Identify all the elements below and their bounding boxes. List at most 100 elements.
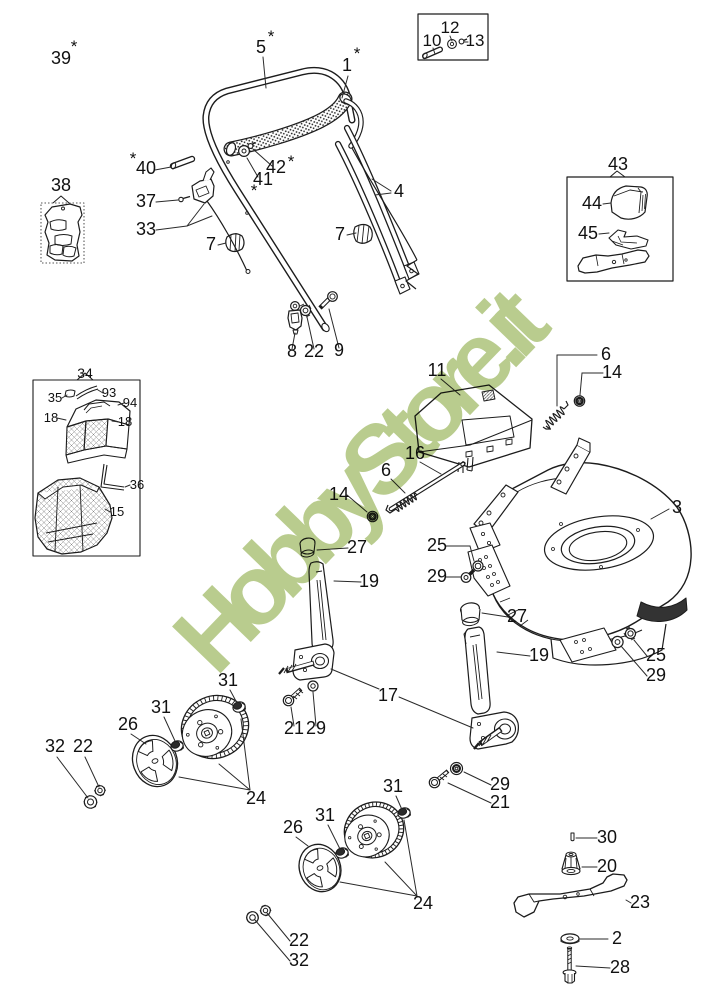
plate-38-cutout xyxy=(49,219,67,231)
bolt-28-head xyxy=(564,973,576,984)
part-label-27b: 27 xyxy=(507,606,527,626)
pivot-hole xyxy=(476,722,481,727)
part-label-42: 42 xyxy=(266,157,286,177)
cable-end xyxy=(245,269,251,274)
bracket-hole xyxy=(484,555,488,559)
part-label-9: 9 xyxy=(334,340,344,360)
blade-in-box xyxy=(577,249,650,274)
part-label-32a: 32 xyxy=(45,736,65,756)
clamp-rib xyxy=(361,223,365,245)
leader xyxy=(56,756,89,799)
bracket-19b xyxy=(464,626,491,715)
bolt-21a-head xyxy=(282,694,295,707)
wheel-front-face-hole xyxy=(217,729,224,735)
part-label-36: 36 xyxy=(130,477,144,492)
clamp-rib xyxy=(238,234,241,251)
nut-22-hex xyxy=(298,303,312,318)
part-label-30: 30 xyxy=(597,827,617,847)
clamp-rib xyxy=(234,232,237,253)
washer-29b xyxy=(611,635,624,649)
part-label-25a: 25 xyxy=(427,535,447,555)
bracket-hole xyxy=(488,564,492,568)
leader xyxy=(469,545,475,562)
part-label-14a: 14 xyxy=(602,362,622,382)
blade-23-hole xyxy=(562,894,568,900)
bag-frame-36 xyxy=(100,463,125,491)
part-label-19a: 19 xyxy=(359,571,379,591)
leader xyxy=(432,47,436,55)
bolt-21b-head xyxy=(428,776,441,789)
wheel-front-hub-ring xyxy=(196,722,218,744)
part-label-22a: 22 xyxy=(304,341,324,361)
bracket-hole xyxy=(588,647,592,651)
leader xyxy=(481,612,509,618)
knob-27a-flange xyxy=(300,549,315,558)
deck-skirt-hatch xyxy=(499,597,529,627)
leader xyxy=(346,494,368,513)
part-label-1: 1 xyxy=(342,55,352,75)
part-labels: 39 * 5 * 1 * 10 12 13 40 * 37 33 42 * 41… xyxy=(44,18,682,977)
bag-lid-handle2 xyxy=(85,405,103,414)
knob-27b-flange xyxy=(462,616,479,627)
leader xyxy=(327,824,341,850)
hubcap-rear-cutout xyxy=(326,857,338,878)
leader xyxy=(316,547,349,551)
screw-37 xyxy=(178,196,184,203)
axle-thread xyxy=(283,663,297,674)
deck-ring-inner xyxy=(568,530,628,562)
leader xyxy=(395,795,404,813)
part-label-34: 34 xyxy=(77,365,93,381)
part-label-45: 45 xyxy=(578,223,598,243)
washer-29c xyxy=(307,680,319,692)
throttle-lever-33 xyxy=(191,178,215,204)
bracket-hole xyxy=(492,572,496,576)
washer-29d-ring xyxy=(452,763,462,773)
part-label-21b: 21 xyxy=(490,792,510,812)
wheel-rear-face-dot xyxy=(374,847,378,851)
leader xyxy=(295,836,309,847)
clamp-rib xyxy=(366,225,370,243)
hubcap-rear-center xyxy=(316,865,324,871)
part-label-20: 20 xyxy=(597,856,617,876)
leader xyxy=(496,651,531,657)
grommet-14-hole xyxy=(578,399,581,403)
leader xyxy=(384,861,418,897)
rear-flap-11 xyxy=(414,384,533,468)
bolt-42-shaft xyxy=(251,141,256,146)
grip-texture xyxy=(224,92,352,156)
part-label-26b: 26 xyxy=(283,817,303,837)
part-label-42-star: * xyxy=(288,152,295,171)
grommet-14b-hole xyxy=(371,515,374,518)
flap-tab xyxy=(465,438,513,458)
wheel-front-face-hole xyxy=(198,742,204,748)
washer-29b-hole xyxy=(614,639,621,645)
hub-20-hole xyxy=(568,853,574,856)
callout-peak xyxy=(76,372,94,381)
part-label-31c: 31 xyxy=(315,805,335,825)
hubcap-rear-cutout xyxy=(304,848,319,864)
leader xyxy=(252,148,273,167)
hubcap-front-cutout xyxy=(161,749,174,772)
leader xyxy=(97,389,104,394)
deck-dot xyxy=(636,528,640,532)
part-label-5: 5 xyxy=(256,37,266,57)
hubcap-front-outer xyxy=(131,734,179,788)
arm-hole xyxy=(486,510,492,516)
deck-dot xyxy=(559,522,563,526)
bolt-9-head xyxy=(327,291,338,302)
bag-lid-front-mesh2 xyxy=(83,418,109,451)
deck-dot xyxy=(599,565,603,569)
part-label-2: 2 xyxy=(612,928,622,948)
bolt-25a-head xyxy=(472,560,484,572)
tube-hole xyxy=(245,211,249,215)
bolt-28-tip xyxy=(566,946,573,950)
tab-hole xyxy=(400,283,405,289)
flap-hinge-pin xyxy=(466,456,474,472)
wheel-front-key xyxy=(203,729,211,737)
pivot-collar-right xyxy=(493,718,517,740)
leader xyxy=(186,203,205,227)
wheel-front-face xyxy=(181,709,233,757)
wheel-rear-face-dot xyxy=(373,819,377,823)
mulch-kit-box xyxy=(566,176,674,282)
part-label-31a: 31 xyxy=(151,697,171,717)
